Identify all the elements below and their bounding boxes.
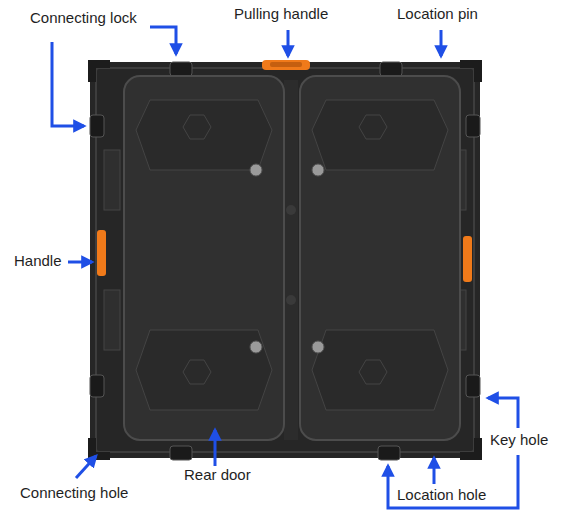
rear-door: [124, 76, 460, 440]
callout-label: Connecting hole: [20, 484, 128, 502]
callout-label: Pulling handle: [234, 5, 328, 23]
cabinet-body: [88, 60, 482, 460]
callout-label: Handle: [14, 252, 62, 270]
leader-arrows: [52, 27, 518, 508]
callout-label: Rear door: [184, 466, 251, 484]
callout-label: Connecting lock: [30, 9, 137, 27]
callout-label: Location hole: [397, 486, 486, 504]
callout-label: Location pin: [397, 5, 478, 23]
callout-label: Key hole: [490, 431, 548, 449]
